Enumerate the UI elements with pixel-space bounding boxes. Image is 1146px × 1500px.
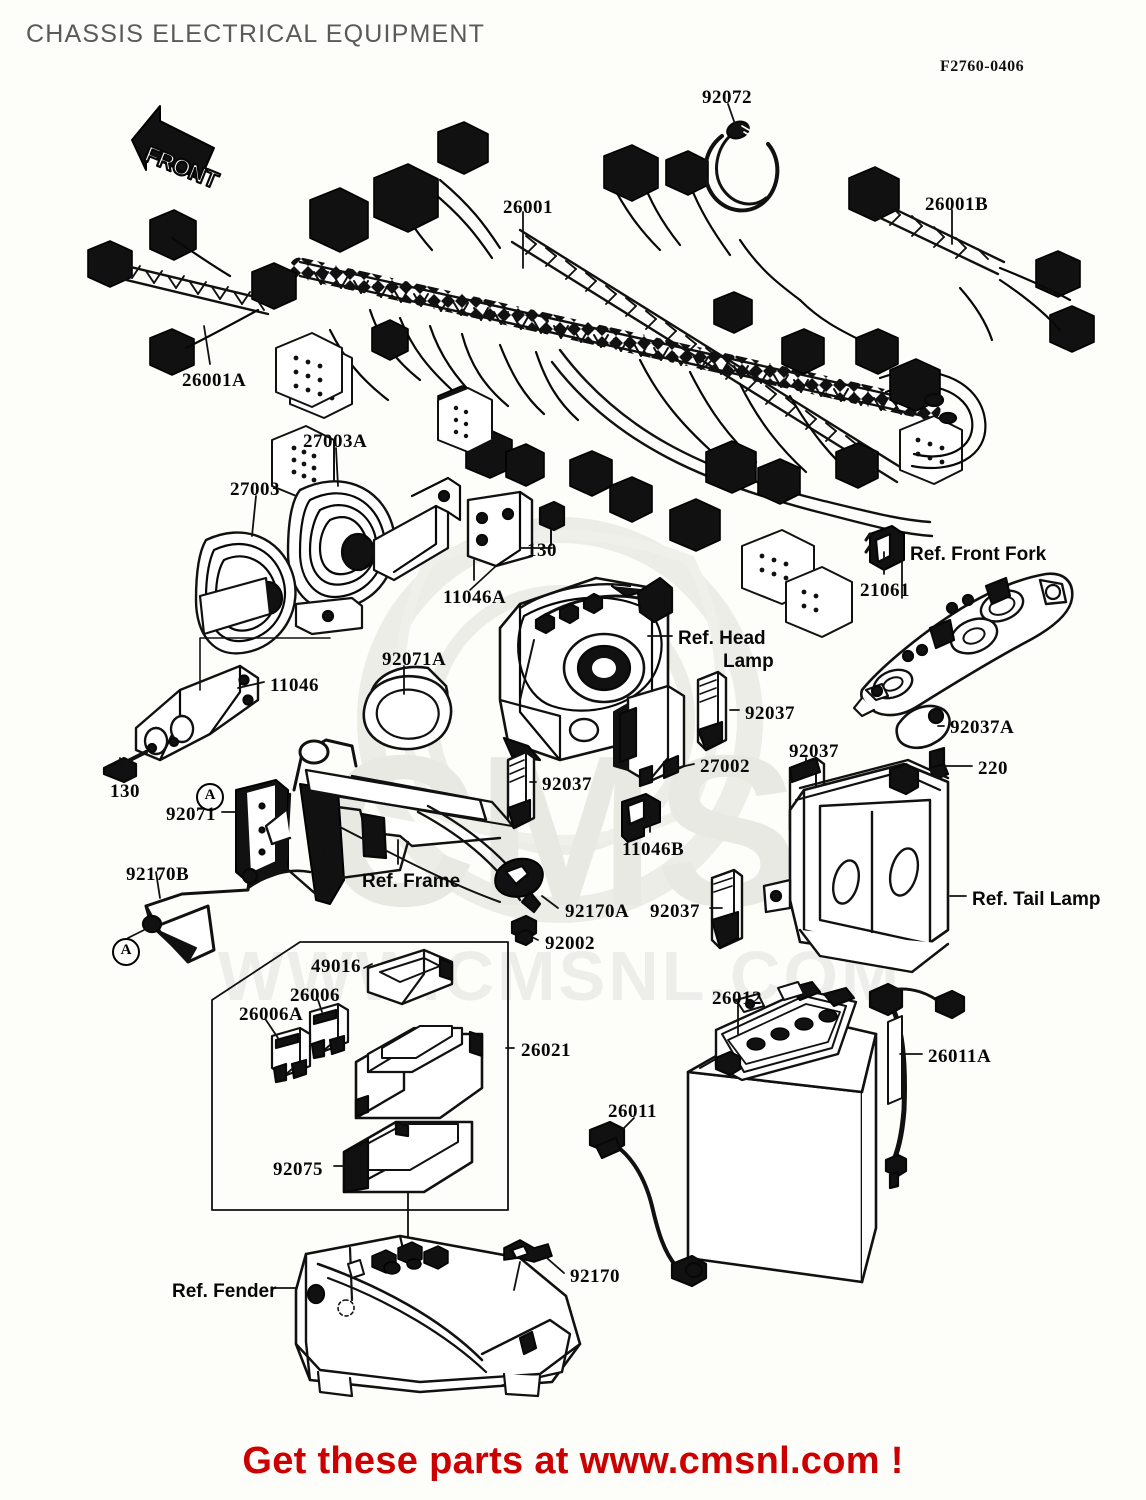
- callout-92037-left: 92037: [542, 774, 592, 795]
- bolt-130-left: [102, 750, 148, 784]
- fuse-group-boundary: [211, 941, 509, 1211]
- callout-ref-head-lamp-1: Ref. Head: [678, 628, 766, 649]
- callout-21061: 21061: [860, 580, 910, 601]
- sub-harness-26001B: [868, 198, 1072, 342]
- clamp-92037-head: [696, 670, 728, 752]
- page-title: CHASSIS ELECTRICAL EQUIPMENT: [26, 20, 486, 48]
- bolt-92002: [510, 914, 538, 947]
- fuse-26006A: [270, 1026, 312, 1084]
- horn-27003: [194, 531, 297, 655]
- callout-92071A: 92071A: [382, 649, 447, 670]
- callout-11046: 11046: [270, 675, 319, 696]
- callout-26012: 26012: [712, 988, 762, 1009]
- callout-92072: 92072: [702, 87, 752, 108]
- sub-harness-26001A: [108, 236, 343, 408]
- callout-ref-tail-lamp: Ref. Tail Lamp: [972, 889, 1101, 910]
- clamp-92170A: [494, 857, 544, 914]
- bolt-130-top: [538, 500, 566, 546]
- callout-92037-tail: 92037: [650, 901, 700, 922]
- callout-11046A: 11046A: [443, 587, 507, 608]
- callout-26011: 26011: [608, 1101, 657, 1122]
- callout-26011A: 26011A: [928, 1046, 992, 1067]
- horn-27003A: [286, 476, 462, 611]
- leader-lines: [119, 103, 973, 1289]
- callout-26001A: 26001A: [182, 370, 247, 391]
- callout-26021: 26021: [521, 1040, 571, 1061]
- callout-92170B: 92170B: [126, 864, 190, 885]
- callout-92037-tail-top: 92037: [789, 741, 839, 762]
- clamp-92037-left: [506, 750, 536, 830]
- marker-a-frame: A: [196, 783, 224, 811]
- sheet-code: F2760-0406: [940, 58, 1025, 75]
- callout-27003: 27003: [230, 479, 280, 500]
- callout-26006: 26006: [290, 985, 340, 1006]
- relay-27002: [613, 684, 686, 788]
- callout-27003A: 27003A: [303, 431, 368, 452]
- grommet-92071: [235, 779, 289, 885]
- callout-92037-head: 92037: [745, 703, 795, 724]
- callout-ref-head-lamp-2: Lamp: [723, 651, 774, 672]
- battery-cable-26011A: [868, 982, 966, 1190]
- callout-ref-frame: Ref. Frame: [362, 871, 461, 892]
- callout-27002: 27002: [700, 756, 750, 777]
- callout-11046B: 11046B: [622, 839, 685, 860]
- grommet-92071A: [362, 665, 453, 751]
- fuse-box-26021: [354, 1025, 484, 1120]
- relay-21061: [864, 525, 905, 571]
- battery-cable-26011: [588, 1120, 708, 1288]
- bracket-11046B: [621, 793, 661, 843]
- promo-banner: Get these parts at www.cmsnl.com !: [242, 1440, 904, 1482]
- callout-ref-front-fork: Ref. Front Fork: [910, 544, 1047, 565]
- bracket-11046: [134, 637, 331, 762]
- fuse-puller-49016: [366, 948, 454, 1006]
- callout-220: 220: [978, 758, 1008, 779]
- callout-26001: 26001: [503, 197, 553, 218]
- callout-130-left: 130: [110, 781, 140, 802]
- fuse-26006: [308, 1002, 350, 1060]
- callout-92037A: 92037A: [950, 717, 1015, 738]
- clamp-92037-tail-lower: [710, 868, 744, 950]
- strap-92170B: [141, 867, 312, 964]
- clip-92170: [503, 1239, 553, 1291]
- callout-92002: 92002: [545, 933, 595, 954]
- bracket-11046A: [466, 490, 534, 591]
- callout-92075: 92075: [273, 1159, 323, 1180]
- callout-26006A: 26006A: [239, 1004, 304, 1025]
- front-arrow-badge: FRONT: [131, 105, 224, 195]
- callout-92170: 92170: [570, 1266, 620, 1287]
- ref-fender: [294, 1234, 582, 1398]
- battery-26012: [686, 980, 878, 1284]
- bracket-plate-upper: [294, 596, 364, 636]
- ref-tail-lamp: [762, 758, 950, 974]
- ref-front-fork: [852, 572, 1074, 718]
- damper-92075: [342, 1120, 474, 1194]
- clamp-92037A: [895, 704, 951, 750]
- callout-130-top: 130: [527, 540, 557, 561]
- callout-ref-fender: Ref. Fender: [172, 1281, 277, 1302]
- callout-49016: 49016: [311, 956, 361, 977]
- callout-26001B: 26001B: [925, 194, 989, 215]
- cable-clamp-92072: [703, 120, 780, 213]
- marker-a-callout: A: [112, 938, 140, 966]
- callout-92170A: 92170A: [565, 901, 630, 922]
